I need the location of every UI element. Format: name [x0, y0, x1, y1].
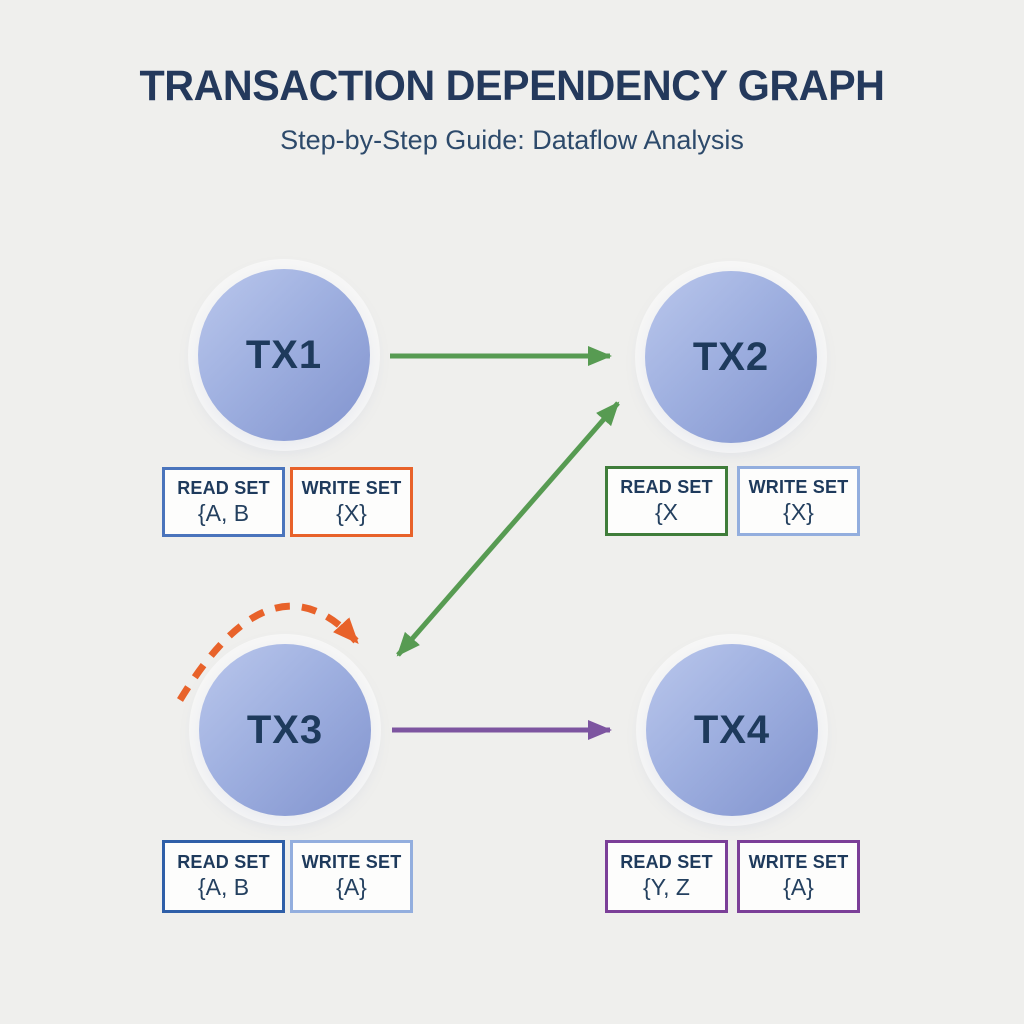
tx2-write-set-box: WRITE SET {X}	[737, 466, 860, 536]
tx2-read-set-box: READ SET {X	[605, 466, 728, 536]
tx1-read-set-value: {A, B	[197, 499, 250, 526]
page-subtitle: Step-by-Step Guide: Dataflow Analysis	[280, 125, 744, 155]
page-title: TRANSACTION DEPENDENCY GRAPH	[139, 62, 885, 110]
node-tx3: TX3	[199, 644, 371, 816]
tx4-read-set-title: READ SET	[620, 852, 713, 872]
tx4-read-set-value: {Y, Z	[643, 874, 690, 900]
tx4-write-set-box: WRITE SET {A}	[737, 840, 860, 913]
tx2-write-set-title: WRITE SET	[748, 476, 849, 497]
node-tx4-label: TX4	[693, 707, 771, 752]
tx1-read-set-box: READ SET {A, B	[162, 467, 285, 537]
tx4-write-set-value: {A}	[783, 874, 814, 900]
header: TRANSACTION DEPENDENCY GRAPH Step-by-Ste…	[0, 0, 1024, 156]
tx2-read-set-title: READ SET	[620, 476, 713, 497]
node-tx4: TX4	[646, 644, 818, 816]
node-tx2: TX2	[645, 271, 817, 443]
node-tx1: TX1	[198, 269, 370, 441]
edge-tx3-self-loop-dashed	[177, 602, 359, 702]
tx4-write-set-title: WRITE SET	[748, 852, 849, 872]
tx3-write-set-box: WRITE SET {A}	[290, 840, 413, 913]
tx3-write-set-value: {A}	[336, 874, 367, 900]
edge-tx3-to-tx2	[396, 401, 620, 657]
tx3-read-set-value: {A, B	[197, 874, 250, 900]
tx3-read-set-box: READ SET {A, B	[162, 840, 285, 913]
node-tx2-label: TX2	[692, 334, 770, 379]
tx3-write-set-title: WRITE SET	[301, 852, 402, 872]
tx1-read-set-title: READ SET	[177, 477, 270, 498]
tx1-write-set-box: WRITE SET {X}	[290, 467, 413, 537]
node-tx3-label: TX3	[246, 707, 324, 752]
tx2-read-set-value: {X	[654, 498, 679, 525]
tx3-read-set-title: READ SET	[177, 852, 270, 872]
tx1-write-set-title: WRITE SET	[301, 477, 402, 498]
tx4-read-set-box: READ SET {Y, Z	[605, 840, 728, 913]
tx1-write-set-value: {X}	[336, 499, 367, 526]
node-tx1-label: TX1	[245, 332, 323, 377]
tx2-write-set-value: {X}	[783, 498, 814, 525]
